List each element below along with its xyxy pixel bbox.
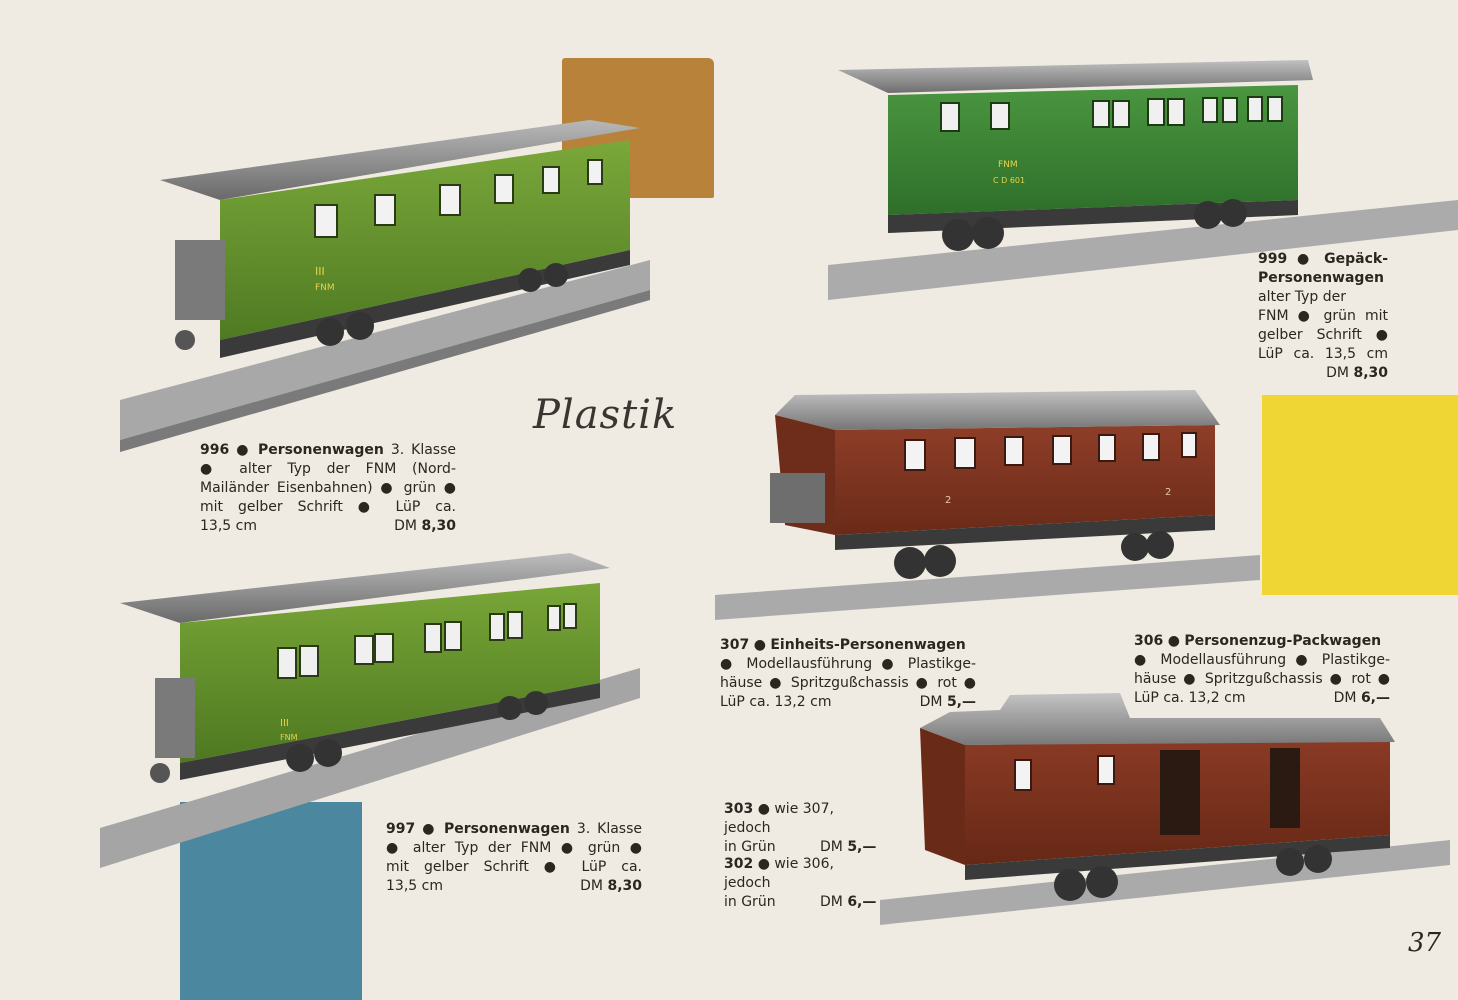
product-name: Personenzug-Packwagen <box>1184 633 1382 649</box>
wagon-997-image: III FNM <box>100 553 640 868</box>
product-number: 303 <box>724 801 754 817</box>
product-number: 999 <box>1258 251 1288 267</box>
wagon-307-class-mark-2: 2 <box>1165 487 1171 498</box>
product-price: DM 8,30 <box>580 878 642 894</box>
wagon-999-fnm-mark: FNM <box>998 160 1018 170</box>
wagon-996-image: III FNM <box>120 120 650 452</box>
caption-999: 999 ● Gepäck- Personenwagen alter Typ de… <box>1258 251 1389 381</box>
wagon-999-code-mark: C D 601 <box>993 176 1025 185</box>
product-number: 307 <box>720 637 750 653</box>
track <box>715 555 1260 620</box>
product-price: DM 5,— <box>820 839 877 855</box>
yellow-swatch <box>1262 395 1458 595</box>
caption-306: 306 ● Personenzug-Packwagen ● Modellausf… <box>1134 633 1390 706</box>
caption-303: 303 ● wie 307, jedoch in Grün DM 5,— <box>724 801 877 855</box>
wagon-307-class-mark: 2 <box>945 495 951 506</box>
section-heading: Plastik <box>533 392 678 438</box>
product-name-2: Personenwagen <box>1258 270 1384 286</box>
product-name: Personenwagen <box>443 821 570 837</box>
product-name: Gepäck- <box>1324 251 1389 267</box>
wagon-997-class-mark: III <box>280 718 289 729</box>
product-price: DM 6,— <box>820 894 877 910</box>
caption-302: 302 ● wie 306, jedoch in Grün DM 6,— <box>724 856 877 910</box>
product-price: DM 5,— <box>919 694 976 710</box>
wagon-999-image: FNM C D 601 <box>828 60 1458 300</box>
wagon-307-image: 2 2 <box>715 390 1260 620</box>
wagon-997-fnm-mark: FNM <box>280 733 298 742</box>
product-price: DM 8,30 <box>394 518 456 534</box>
product-number: 996 <box>200 442 230 458</box>
wagon-996-fnm-mark: FNM <box>315 283 335 293</box>
page-number: 37 <box>1408 928 1442 958</box>
product-name: Personenwagen <box>257 442 384 458</box>
track <box>828 200 1458 300</box>
product-price: DM 8,30 <box>1326 365 1388 381</box>
product-number: 997 <box>386 821 416 837</box>
wagon-996-class-mark: III <box>315 265 325 278</box>
caption-307: 307 ● Einheits-Personenwagen ● Modellaus… <box>720 637 976 710</box>
product-price: DM 6,— <box>1333 690 1390 706</box>
caption-996: 996 ● Personenwagen 3. Klasse ● alter Ty… <box>200 442 457 534</box>
caption-997: 997 ● Personenwagen 3. Klasse ● alter Ty… <box>386 821 643 894</box>
product-number: 306 <box>1134 633 1164 649</box>
product-name: Einheits-Personenwagen <box>770 637 966 653</box>
product-number: 302 <box>724 856 754 872</box>
blue-swatch <box>180 802 362 1000</box>
track <box>120 260 650 440</box>
wagon-306-image <box>880 693 1450 925</box>
